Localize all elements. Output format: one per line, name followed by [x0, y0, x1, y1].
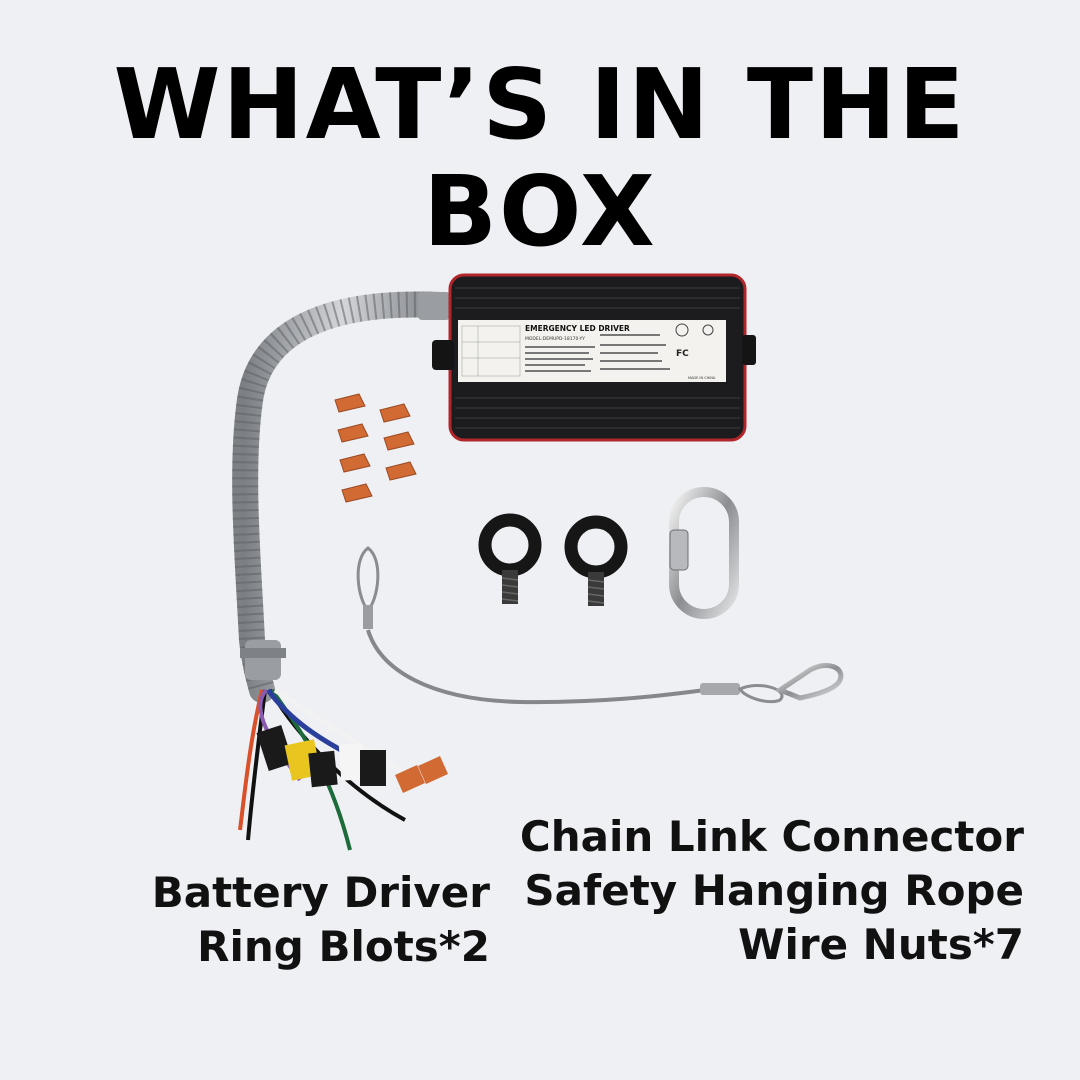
driver-label-model: MODEL:DEMUPD-18170-YY	[525, 336, 585, 342]
chain-link-connector	[669, 487, 739, 619]
caption-safety-hanging-rope: Safety Hanging Rope	[524, 866, 1024, 915]
safety-hanging-rope	[356, 546, 844, 705]
caption-right: Chain Link Connector Safety Hanging Rope…	[520, 810, 1024, 972]
caption-chain-link-connector: Chain Link Connector	[519, 812, 1024, 861]
svg-text:FC: FC	[676, 349, 689, 359]
caption-wire-nuts: Wire Nuts*7	[738, 920, 1024, 969]
page-title: WHAT’S IN THE BOX	[113, 48, 967, 268]
wire-bundle	[238, 687, 448, 851]
caption-battery-driver: Battery Driver	[151, 868, 490, 917]
caption-left: Battery Driver Ring Blots*2	[152, 866, 490, 974]
driver-label-origin: MADE IN CHINA	[688, 376, 716, 380]
conduit	[232, 291, 453, 703]
ring-bolts	[478, 513, 628, 606]
wire-nuts	[334, 393, 417, 503]
battery-driver: EMERGENCY LED DRIVER MODEL:DEMUPD-18170-…	[432, 273, 756, 442]
driver-label-title: EMERGENCY LED DRIVER	[525, 324, 630, 333]
caption-ring-bolts: Ring Blots*2	[197, 922, 490, 971]
